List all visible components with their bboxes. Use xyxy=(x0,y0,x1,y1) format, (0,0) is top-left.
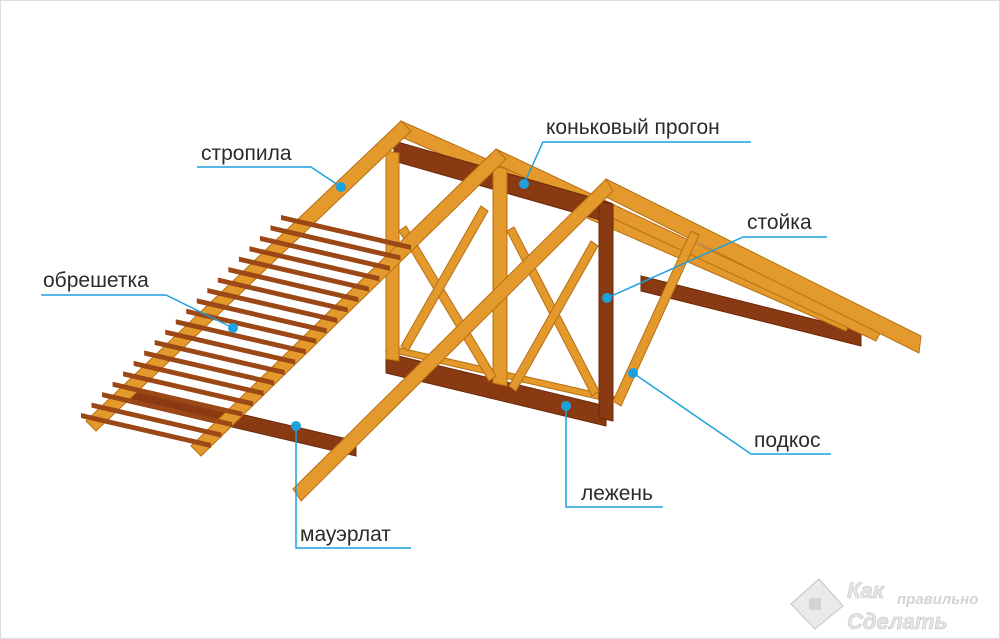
leader-line xyxy=(41,294,234,329)
label-lathing: обрешетка xyxy=(41,269,238,333)
label-post: стойка xyxy=(602,211,827,303)
leader-line xyxy=(523,141,751,185)
leader-line xyxy=(295,426,411,549)
right-plate xyxy=(640,275,862,347)
lathing-bar xyxy=(186,308,317,344)
marker-dot xyxy=(561,401,571,411)
lathing-bar xyxy=(259,235,390,271)
marker-dot xyxy=(602,293,612,303)
leader-line xyxy=(606,236,827,299)
mid-post xyxy=(492,165,508,387)
label-rafters: стропила xyxy=(197,142,346,192)
label-ridge-purlin: коньковый прогон xyxy=(519,116,751,189)
marker-dot xyxy=(336,182,346,192)
label-text: стойка xyxy=(747,211,812,234)
sill-beam xyxy=(385,352,607,427)
watermark-logo: Как правильно Сделать xyxy=(790,578,978,634)
label-mauerlat: мауэрлат xyxy=(291,421,411,549)
watermark-text: Сделать xyxy=(847,609,948,634)
label-text: коньковый прогон xyxy=(546,116,720,139)
lathing-bar xyxy=(112,381,243,417)
lathing-bar xyxy=(207,287,338,323)
lathing-bar xyxy=(102,392,233,428)
front-post xyxy=(598,200,614,422)
marker-dot xyxy=(291,421,301,431)
strut xyxy=(612,230,700,407)
label-strut: подкос xyxy=(628,368,831,455)
front-left-rafter xyxy=(292,178,614,502)
lathing-bars xyxy=(81,215,411,448)
lathing-bar xyxy=(154,340,285,376)
lathing-bar xyxy=(228,267,359,303)
label-text: мауэрлат xyxy=(300,523,391,546)
lathing-bar xyxy=(175,319,306,355)
label-text: стропила xyxy=(201,142,292,165)
lathing-bar xyxy=(91,402,222,438)
window-icon xyxy=(809,598,821,610)
label-sill-beam: лежень xyxy=(561,401,663,508)
brace xyxy=(400,205,489,352)
lathing-bar xyxy=(281,215,411,250)
mid-left-rafter xyxy=(190,148,507,457)
label-text: обрешетка xyxy=(43,269,149,292)
leader-line xyxy=(565,406,663,508)
brace xyxy=(508,240,599,392)
lathing-bar xyxy=(217,277,348,313)
label-text: подкос xyxy=(754,429,820,452)
label-text: лежень xyxy=(581,482,653,505)
marker-dot xyxy=(228,323,238,333)
watermark-text: Как xyxy=(847,578,886,603)
leader-line xyxy=(197,166,342,188)
lathing-bar xyxy=(249,246,380,282)
watermark-text: правильно xyxy=(897,591,978,608)
leader-line xyxy=(632,372,831,455)
marker-dot xyxy=(519,179,529,189)
lathing-bar xyxy=(238,256,369,292)
lathing-bar xyxy=(196,298,327,334)
lathing-bar xyxy=(270,225,401,261)
lathing-bar xyxy=(123,371,254,407)
lathing-bar xyxy=(133,360,264,396)
marker-dot xyxy=(628,368,638,378)
lathing-bar xyxy=(144,350,275,386)
lathing-bar xyxy=(81,413,211,448)
lathing-bar xyxy=(165,329,296,365)
